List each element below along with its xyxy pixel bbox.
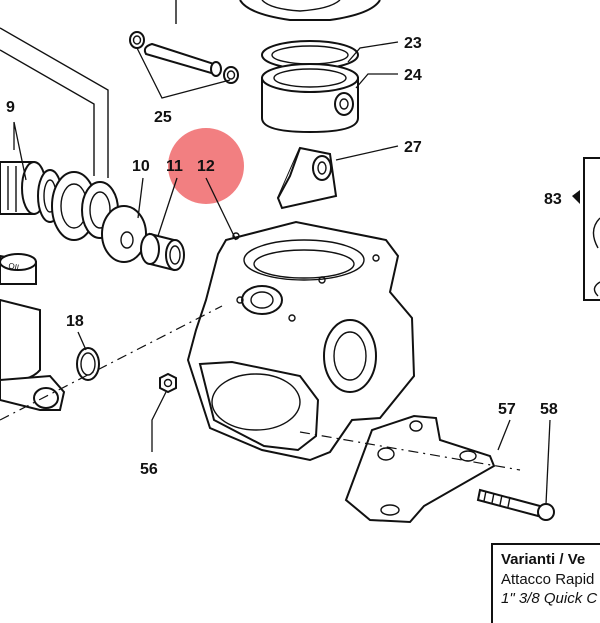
leader-lines [13,41,551,505]
label-24: 24 [404,67,422,84]
legend-line-quick-coupling: Attacco Rapid [501,571,595,588]
label-56: 56 [140,461,158,478]
label-25: 25 [154,109,172,126]
dipstick-text: OIL [8,261,23,273]
piston-part [261,63,359,134]
label-83: 83 [544,191,562,208]
exploded-parts-diagram: OIL [0,0,600,524]
label-9: 9 [6,99,15,116]
label-12: 12 [197,158,215,175]
right-panel-part [572,157,600,301]
piston-pin-part [129,31,239,84]
label-11: 11 [166,158,183,175]
variants-legend: Varianti / Ve Attacco Rapid 1" 3/8 Quick… [491,543,600,623]
pump-body-part [186,220,416,462]
label-58: 58 [540,401,558,418]
bushing-part [140,232,185,272]
cylinder-liner-part [0,161,119,241]
label-10: 10 [132,158,150,175]
bolt-part [476,488,555,521]
washer-part [101,205,147,263]
label-23: 23 [404,35,422,52]
label-27: 27 [404,139,422,156]
oil-cup-part [0,253,66,411]
pump-head-top [239,0,381,21]
tube-lines [0,0,177,178]
axis-lines [0,305,521,471]
label-57: 57 [498,401,516,418]
label-18: 18 [66,313,84,330]
legend-line-size: 1" 3/8 Quick C [501,590,598,607]
highlight-marker[interactable] [168,128,244,204]
nut-part [159,372,177,394]
legend-title: Varianti / Ve [501,551,586,568]
bracket-part [276,146,338,210]
mounting-foot-part [344,414,496,524]
o-ring-part [76,347,100,381]
